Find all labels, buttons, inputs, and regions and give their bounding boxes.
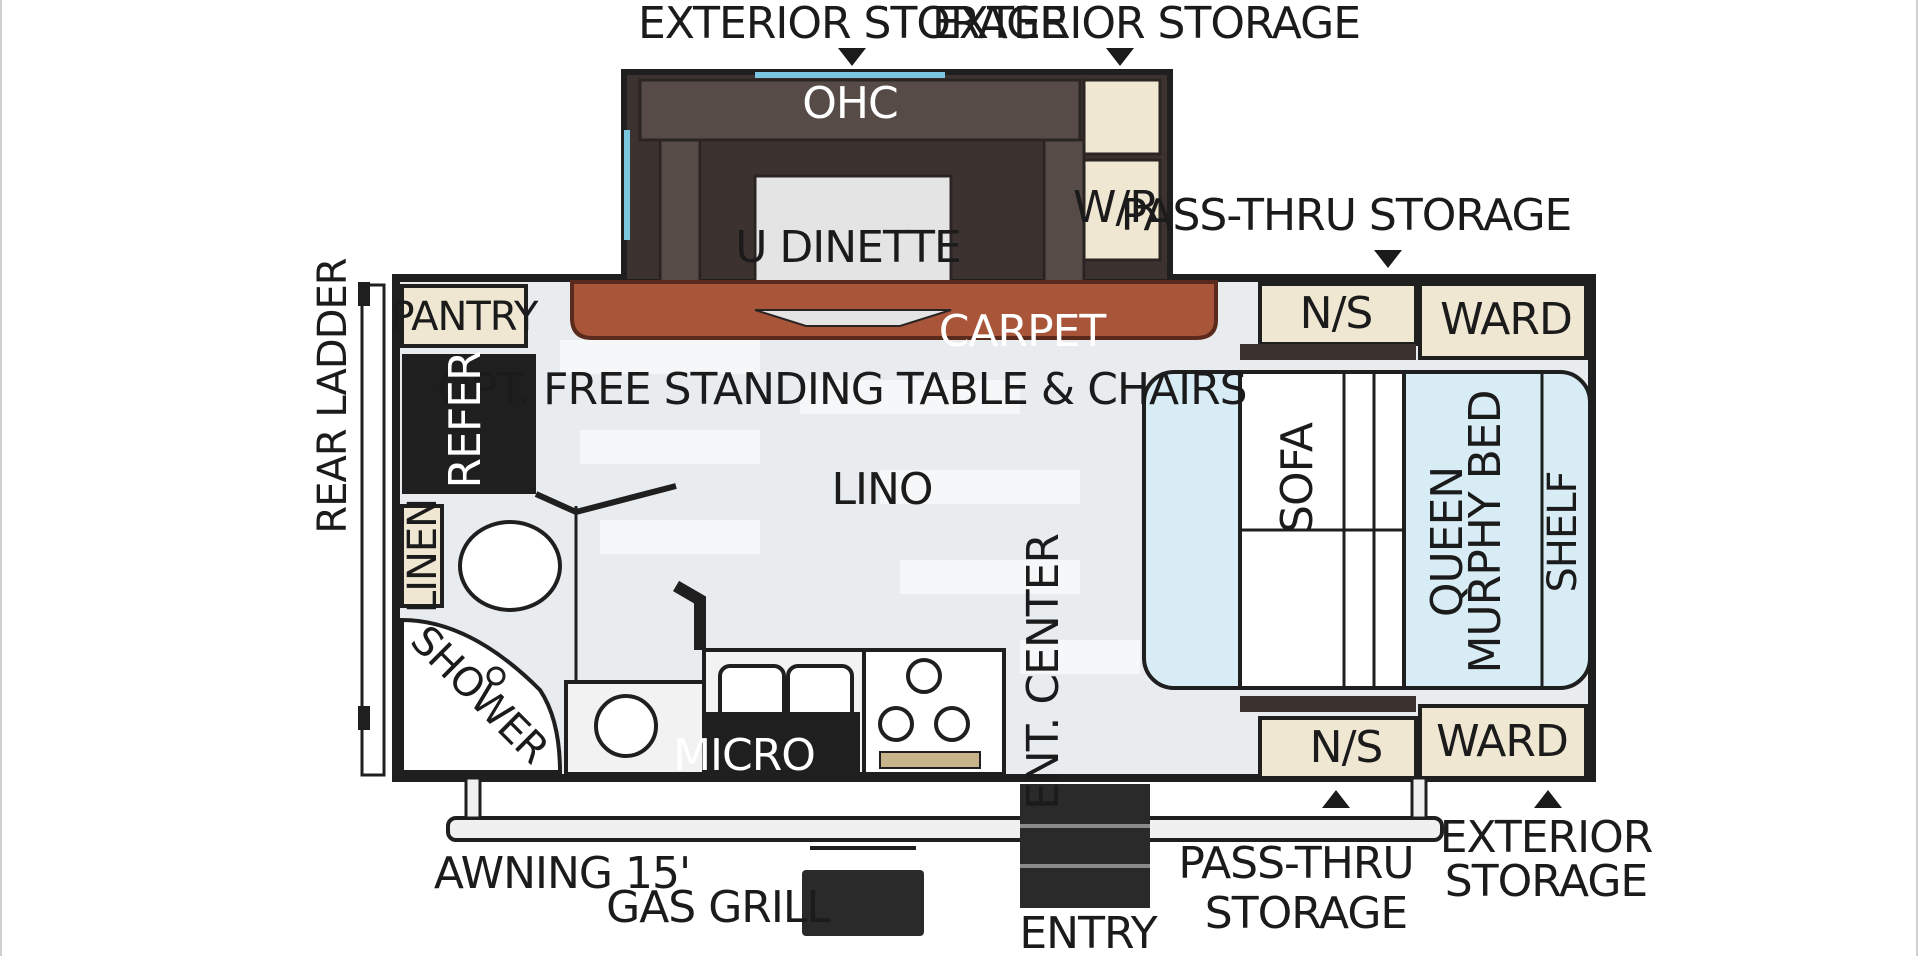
label-refer: REFER (440, 351, 491, 488)
label-carpet: CARPET (939, 306, 1107, 357)
burner-icon (934, 706, 970, 742)
label-gas-grill: GAS GRILL (606, 882, 831, 933)
label-exterior-storage-left: EXTERIOR STORAGE (638, 0, 1066, 49)
arrow-up-icon (1322, 790, 1350, 808)
refrigerator (402, 354, 536, 494)
pantry-cabinet (400, 284, 528, 348)
label-ent-center: ENT. CENTER (1018, 534, 1069, 810)
label-queen: QUEEN (1422, 467, 1473, 617)
label-opt-table: OPT. FREE STANDING TABLE & CHAIRS (437, 364, 1246, 415)
label-shelf: SHELF (1540, 471, 1586, 592)
label-entry: ENTRY (1019, 908, 1157, 956)
label-exterior-storage-bottom-2: STORAGE (1445, 856, 1647, 907)
shower-drain-icon (486, 666, 506, 686)
label-sofa: SOFA (1272, 422, 1323, 533)
label-u-dinette: U DINETTE (735, 222, 961, 273)
lino-tiles (560, 340, 1140, 674)
gas-grill (802, 870, 924, 936)
label-wr: W/R (1073, 182, 1159, 233)
bathroom (400, 504, 578, 774)
label-ward-top: WARD (1440, 294, 1572, 345)
kitchen-counter (564, 580, 1006, 776)
arrow-down-icon (1106, 48, 1134, 66)
label-ns-top: N/S (1300, 288, 1373, 339)
label-exterior-storage-right: EXTERIOR STORAGE (932, 0, 1360, 49)
label-pass-thru-bottom-1: PASS-THRU (1178, 838, 1413, 889)
front-bedroom (1142, 282, 1592, 780)
label-ohc: OHC (802, 78, 897, 129)
awning-bar (446, 816, 1444, 842)
toilet-icon (458, 520, 562, 612)
label-lino: LINO (831, 464, 932, 515)
label-awning: AWNING 15' (434, 848, 690, 899)
label-pass-thru-storage-top: PASS-THRU STORAGE (1121, 190, 1572, 241)
dinette-slideout (621, 69, 1173, 328)
burner-icon (906, 658, 942, 694)
rear-ladder (358, 282, 386, 777)
label-micro: MICRO (673, 730, 815, 781)
label-rear-ladder: REAR LADDER (310, 258, 356, 533)
label-exterior-storage-bottom-1: EXTERIOR (1440, 812, 1653, 863)
arrow-down-icon (1374, 250, 1402, 268)
label-pantry: PANTRY (391, 294, 540, 340)
label-ward-bottom: WARD (1436, 716, 1568, 767)
bathroom-sink-icon (594, 694, 658, 758)
microwave (704, 712, 860, 774)
label-murphy-bed: MURPHY BED (1460, 390, 1511, 673)
entry-steps (1020, 784, 1150, 908)
arrow-up-icon (1534, 790, 1562, 808)
burner-icon (878, 706, 914, 742)
label-pass-thru-bottom-2: STORAGE (1205, 888, 1407, 939)
arrow-down-icon (838, 48, 866, 66)
label-ns-bottom: N/S (1310, 722, 1383, 773)
label-linen: LINEN (400, 499, 446, 613)
